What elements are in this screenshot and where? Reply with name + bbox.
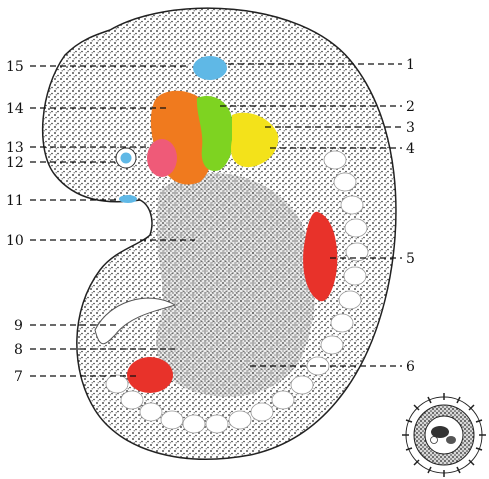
label-12: 12 <box>6 155 24 171</box>
region-blue <box>193 56 227 80</box>
eye-pupil <box>121 153 132 164</box>
label-14: 14 <box>6 101 24 117</box>
label-15: 15 <box>6 59 24 75</box>
label-10: 10 <box>6 233 24 249</box>
label-11: 11 <box>6 193 24 209</box>
label-9: 9 <box>14 318 23 334</box>
label-6: 6 <box>406 359 415 375</box>
left-labels: 15 14 13 12 11 10 9 8 7 <box>6 59 24 385</box>
region-red-ventral <box>127 357 173 393</box>
label-13: 13 <box>6 140 24 156</box>
label-8: 8 <box>14 342 23 358</box>
region-pink <box>147 139 177 177</box>
ear-marker <box>119 195 137 203</box>
inset-embryo-icon <box>402 393 486 477</box>
label-1: 1 <box>406 57 415 73</box>
right-labels: 1 2 3 4 5 6 <box>406 57 415 375</box>
label-5: 5 <box>406 251 415 267</box>
label-7: 7 <box>14 369 23 385</box>
label-4: 4 <box>406 141 415 157</box>
label-3: 3 <box>406 120 415 136</box>
label-2: 2 <box>406 99 415 115</box>
